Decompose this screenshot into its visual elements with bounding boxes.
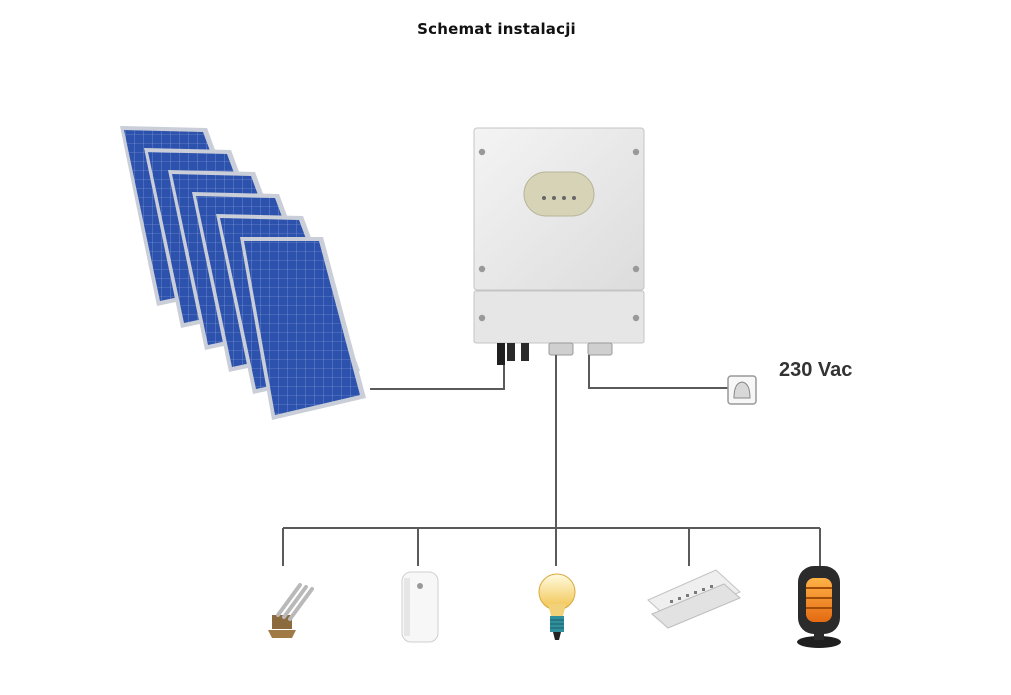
inverter <box>473 127 645 365</box>
solar-panel <box>240 237 366 420</box>
solar-panels <box>120 126 366 420</box>
diagram-title: Schemat instalacji <box>417 20 576 38</box>
ac-grid-wire <box>588 355 728 389</box>
electric-boiler-icon <box>401 571 439 643</box>
dc-wire <box>370 365 505 390</box>
socket-icon <box>727 375 757 405</box>
light-bulb-icon <box>538 573 576 640</box>
inverter-display <box>523 171 595 217</box>
inverter-connectors <box>497 342 613 365</box>
grid-voltage-label: 230 Vac <box>779 359 853 381</box>
wiring <box>282 355 821 566</box>
underfloor-heating-icon <box>647 569 741 629</box>
space-heater-icon <box>797 566 841 648</box>
immersion-heater-icon <box>268 583 314 638</box>
